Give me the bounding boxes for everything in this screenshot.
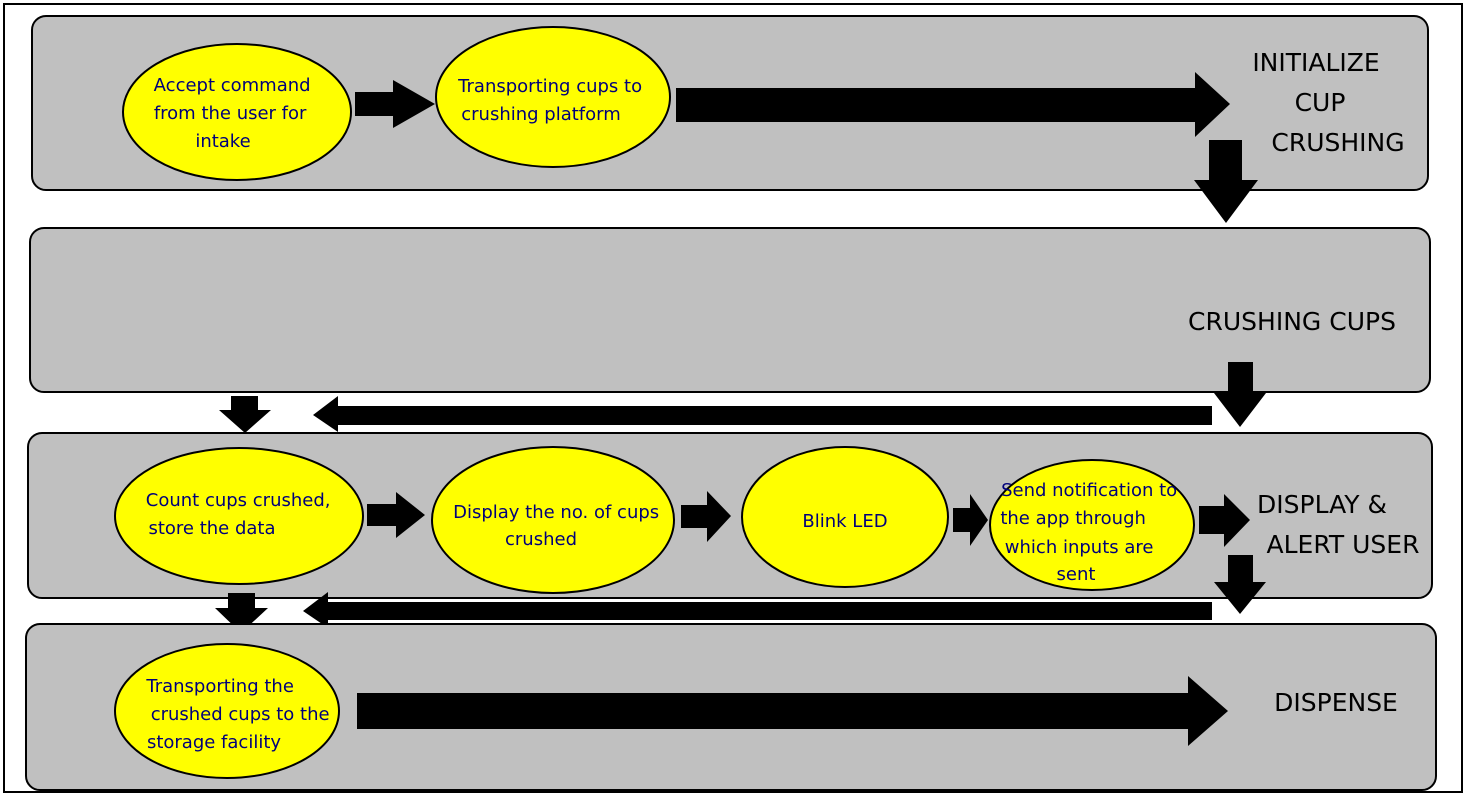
node-transport-to-platform: [435, 26, 671, 168]
arrow-initialize-to-crushing: [1194, 140, 1258, 223]
node-display-count: [431, 446, 675, 594]
stage-dispense-title: DISPENSE: [1274, 688, 1398, 717]
node-display-count-label: Display the no. of cups crushed: [453, 502, 665, 550]
node-blink-led-label: Blink LED: [802, 511, 887, 532]
arrow-transport-to-initialize: [676, 72, 1230, 137]
arrow-count-to-display: [367, 492, 425, 538]
arrow-accept-to-transport: [355, 80, 435, 128]
arrow-into-display: [219, 396, 271, 433]
arrow-blink-to-notify: [953, 494, 988, 546]
node-transport-to-storage: [114, 643, 340, 779]
stage-display-title: DISPLAY & ALERT USER: [1257, 490, 1419, 559]
arrow-display-to-blink: [681, 491, 731, 542]
arrow-display-return-left: [303, 592, 1212, 628]
stage-initialize-title: INITIALIZE CUP CRUSHING: [1252, 48, 1404, 157]
arrow-into-dispense: [215, 593, 268, 633]
node-accept-command: [122, 43, 352, 181]
arrow-crushing-return-left: [313, 396, 1212, 432]
node-transport-to-storage-label: Transporting the crushed cups to the sto…: [145, 676, 335, 753]
arrow-crushing-down: [1214, 362, 1266, 427]
arrow-display-down: [1214, 555, 1266, 614]
stage-crushing-title: CRUSHING CUPS: [1188, 307, 1396, 336]
node-count-cups-label: Count cups crushed, store the data: [146, 490, 336, 539]
arrow-storage-to-dispense: [357, 676, 1228, 746]
node-transport-to-platform-label: Transporting cups to crushing platform: [457, 76, 648, 125]
panel-crushing: [29, 227, 1431, 393]
arrow-notify-to-display-stage: [1199, 494, 1250, 547]
node-accept-command-label: Accept command from the user for intake: [154, 75, 317, 152]
node-send-notification: [989, 459, 1195, 591]
node-send-notification-label: Send notification to the app through whi…: [1000, 480, 1183, 585]
node-blink-led: [741, 446, 949, 588]
node-count-cups: [114, 447, 364, 585]
